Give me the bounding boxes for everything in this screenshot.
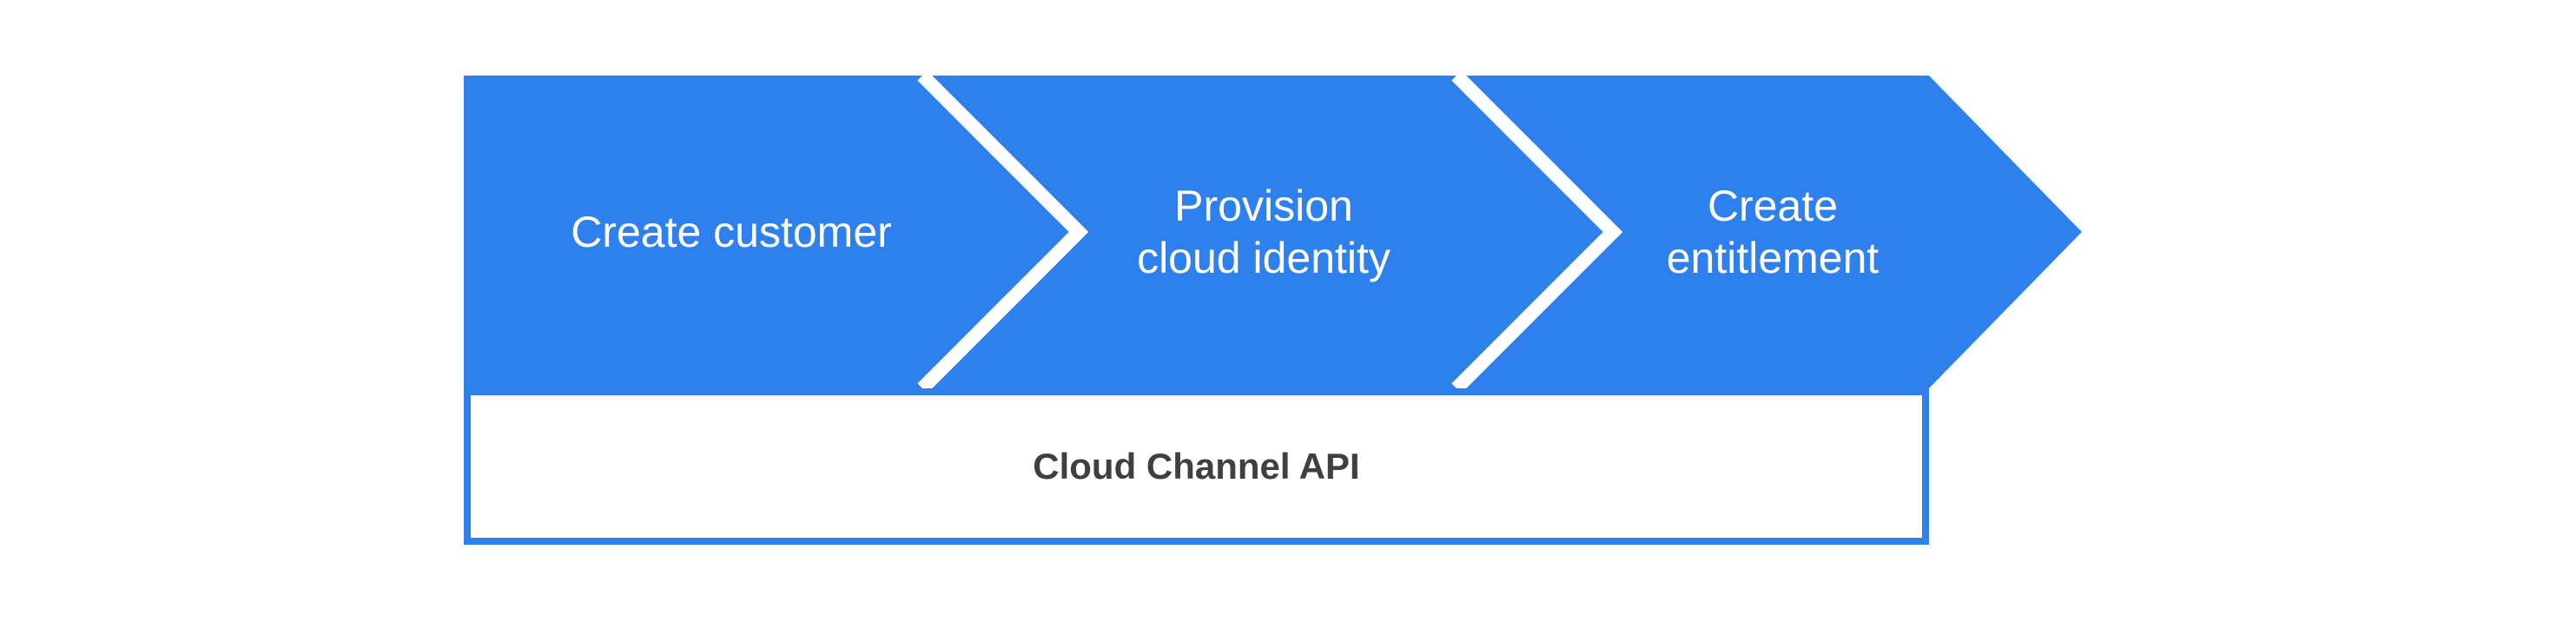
chevron-separator-2 [1451,70,1623,394]
chevron-separator-1 [917,70,1089,394]
step-label-create-entitlement: Create entitlement [1666,182,1879,282]
api-box-label: Cloud Channel API [1033,446,1360,487]
step-label-provision-cloud-identity: Provision cloud identity [1137,182,1390,282]
api-box: Cloud Channel API [464,388,1929,545]
arrow-band-shape [464,76,2082,388]
step-label-create-customer: Create customer [571,208,892,256]
